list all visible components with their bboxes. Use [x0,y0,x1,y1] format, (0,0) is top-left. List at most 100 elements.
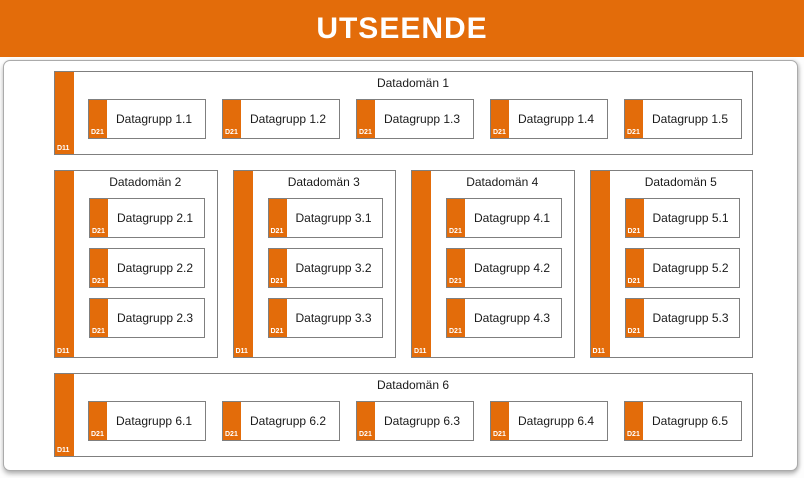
datagroup-bar-label: D21 [270,228,284,236]
datagroup-bar-label: D21 [359,129,372,137]
datagroup-label: Datagrupp 6.4 [518,414,595,429]
datagroup-bar: D21 [447,199,465,238]
domain-bar: D11 [55,171,74,357]
datagroup-bar-label: D21 [449,328,462,336]
datagroup-bar-label: D21 [359,431,372,439]
datagroup-bar-label: D21 [627,328,641,336]
datagroup-bar: D21 [625,100,643,139]
datagroup-label: Datagrupp 3.3 [295,311,372,326]
datagroup-label: Datagrupp 1.2 [250,112,327,127]
datagroup-bar: D21 [447,299,465,338]
datagroup-bar-label: D21 [627,228,641,236]
domain-title: Datadomän 4 [466,175,539,189]
datagroup-bar: D21 [625,299,644,338]
datagroup-bar-label: D21 [225,129,238,137]
datagroup-bar-label: D21 [91,431,104,439]
page-title: UTSEENDE [316,11,488,45]
datagroup-bar-label: D21 [225,431,238,439]
datagroup-bar: D21 [223,100,241,139]
datagroup-box: D21 Datagrupp 3.3 [267,298,383,339]
domain-bar: D11 [55,374,74,456]
datagroup-bar-label: D21 [270,278,284,286]
datagroup-label: Datagrupp 3.1 [295,211,372,226]
domain-bar: D11 [233,171,253,357]
datagroup-bar: D21 [625,199,644,238]
datagroup-bar: D21 [90,199,108,238]
datagroup-label: Datagrupp 6.5 [652,414,729,429]
datagroup-bar: D21 [357,402,375,441]
datagroup-bar-label: D21 [92,228,105,236]
datagroup-label: Datagrupp 4.2 [474,261,551,276]
datagroup-bar-label: D21 [92,328,105,336]
datagroup-label: Datagrupp 1.5 [652,112,729,127]
datagroup-bar: D21 [268,249,287,288]
datagroup-label: Datagrupp 6.1 [116,414,193,429]
domain-bar-label: D11 [57,348,70,355]
datagroup-box: D21 Datagrupp 6.5 [624,401,742,442]
datagroup-label: Datagrupp 4.3 [474,311,551,326]
domain-title: Datadomän 1 [376,76,450,90]
datagroup-bar: D21 [268,199,287,238]
datagroup-label: Datagrupp 2.2 [117,261,194,276]
datagroup-box: D21 Datagrupp 6.1 [88,401,206,442]
domain-bar-label: D11 [57,145,70,152]
datagroup-box: D21 Datagrupp 2.2 [89,248,205,289]
datagroup-label: Datagrupp 1.3 [384,112,461,127]
datagroup-bar-label: D21 [449,228,462,236]
datagroup-bar: D21 [90,249,108,288]
datagroup-bar-label: D21 [270,328,284,336]
domain-bar-label: D11 [235,348,248,355]
datagroup-bar: D21 [90,299,108,338]
datagroup-box: D21 Datagrupp 1.3 [356,99,474,140]
datagroup-label: Datagrupp 5.1 [652,211,729,226]
datagroup-label: Datagrupp 6.2 [250,414,327,429]
datagroup-label: Datagrupp 6.3 [384,414,461,429]
datagroup-box: D21 Datagrupp 5.1 [624,198,740,239]
datagroup-bar-label: D21 [627,431,640,439]
domain-title: Datadomän 3 [287,175,360,189]
domain-title: Datadomän 5 [644,175,717,189]
domain-title: Datadomän 2 [109,175,182,189]
datagroup-bar: D21 [625,249,644,288]
domain-bar: D11 [412,171,431,357]
datagroup-bar: D21 [625,402,643,441]
datagroup-bar-label: D21 [91,129,104,137]
datagroup-bar: D21 [491,100,509,139]
datagroup-bar: D21 [447,249,465,288]
domain-title: Datadomän 6 [376,378,450,392]
datagroup-bar: D21 [223,402,241,441]
datagroup-bar: D21 [357,100,375,139]
datagroup-bar-label: D21 [92,278,105,286]
domain-bar-label: D11 [57,447,70,454]
datagroup-bar-label: D21 [627,129,640,137]
